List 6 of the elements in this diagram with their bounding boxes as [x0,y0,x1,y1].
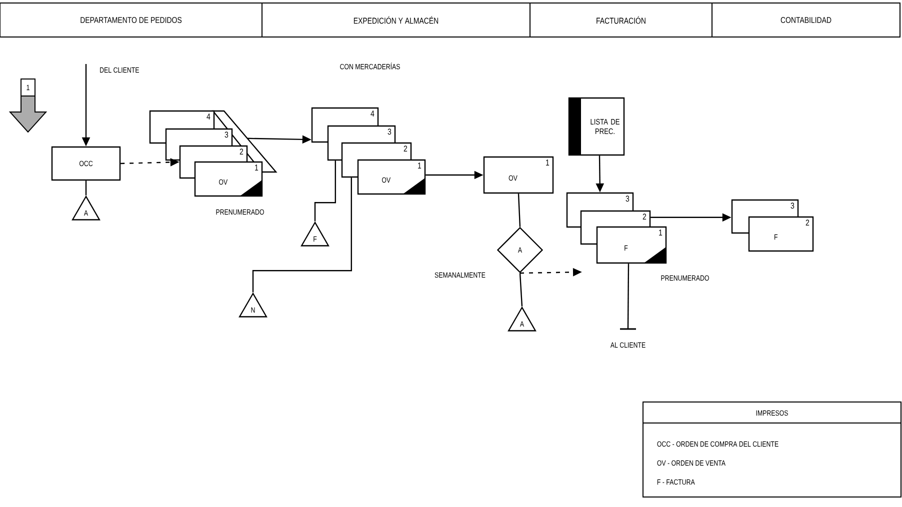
header-cell: CONTABILIDAD [712,2,900,38]
header-cell: DEPARTAMENTO DE PEDIDOS [0,2,262,38]
price-list-box: LISTA DE PREC. [568,97,625,156]
header-cell: FACTURACIÓN [530,2,712,38]
header-cell: EXPEDICIÓN Y ALMACÉN [262,2,530,38]
node-label: 4 [206,114,210,120]
